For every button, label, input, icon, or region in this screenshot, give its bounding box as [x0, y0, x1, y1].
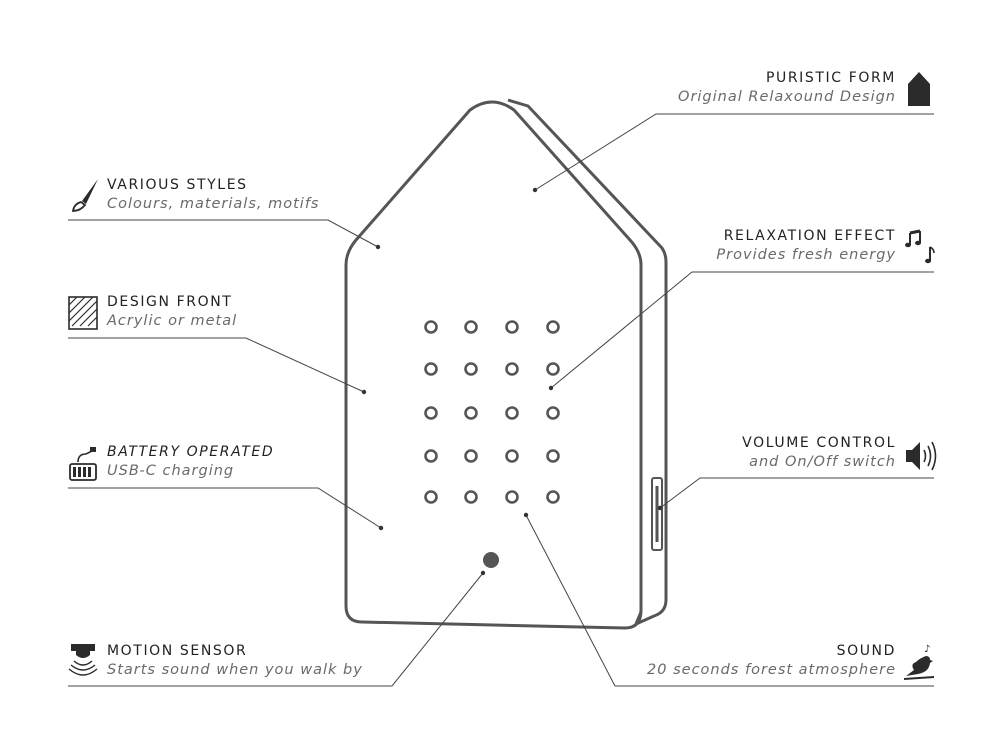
- design-front-title: DESIGN FRONT: [107, 294, 233, 310]
- various-styles-title: VARIOUS STYLES: [107, 177, 248, 193]
- speaker-hole: [546, 406, 560, 420]
- speaker-hole: [424, 406, 438, 420]
- leader-motion-sensor: [68, 572, 484, 687]
- speaker-hole: [505, 406, 519, 420]
- house-icon: [908, 72, 930, 106]
- callout-relaxation-effect: RELAXATION EFFECT Provides fresh energy: [716, 228, 896, 263]
- device-edge: [634, 611, 643, 625]
- motion-sensor-dot: [483, 552, 499, 568]
- speaker-hole: [424, 490, 438, 504]
- battery-icon: [69, 447, 97, 481]
- sound-title: SOUND: [836, 643, 896, 659]
- speaker-hole: [464, 320, 478, 334]
- speaker-hole: [546, 320, 560, 334]
- battery-operated-subtitle: USB-C charging: [107, 463, 235, 479]
- speaker-hole: [546, 449, 560, 463]
- speaker-hole: [464, 490, 478, 504]
- speaker-hole: [505, 362, 519, 376]
- svg-text:♪: ♪: [924, 644, 930, 655]
- volume-control-subtitle: and On/Off switch: [749, 454, 896, 470]
- callout-various-styles: VARIOUS STYLES Colours, materials, motif…: [107, 177, 319, 212]
- speaker-hole: [464, 406, 478, 420]
- device: [344, 98, 668, 630]
- battery-operated-title: BATTERY OPERATED: [107, 444, 275, 460]
- speaker-hole: [505, 490, 519, 504]
- speaker-hole: [505, 449, 519, 463]
- relaxation-effect-title: RELAXATION EFFECT: [723, 228, 896, 244]
- motion-sensor-subtitle: Starts sound when you walk by: [107, 662, 363, 678]
- design-front-subtitle: Acrylic or metal: [107, 313, 238, 329]
- callout-volume-control: VOLUME CONTROL and On/Off switch: [742, 435, 896, 470]
- leader-dots: [361, 187, 663, 576]
- leader-volume-control: [659, 477, 934, 509]
- leader-lines: [68, 113, 934, 687]
- speaker-hole: [546, 362, 560, 376]
- callout-puristic-form: PURISTIC FORM Original Relaxound Design: [678, 70, 896, 105]
- speaker-hole: [464, 449, 478, 463]
- motion-sensor-title: MOTION SENSOR: [107, 643, 248, 659]
- motion-sensor-icon: [68, 644, 98, 676]
- leader-design-front: [68, 337, 365, 393]
- leader-puristic-form: [534, 113, 934, 191]
- leader-relaxation-effect: [550, 271, 934, 389]
- leader-various-styles: [68, 219, 379, 248]
- sound-subtitle: 20 seconds forest atmosphere: [647, 662, 896, 678]
- bird-icon: ♪: [904, 644, 934, 680]
- speaker-hole: [424, 449, 438, 463]
- speaker-holes: [424, 320, 560, 504]
- puristic-form-title: PURISTIC FORM: [765, 70, 896, 86]
- side-switch: [651, 477, 663, 551]
- brush-icon: [71, 179, 98, 212]
- speaker-hole: [505, 320, 519, 334]
- speaker-icon: [906, 441, 937, 471]
- leader-battery-operated: [68, 487, 382, 529]
- music-notes-icon: [905, 229, 935, 264]
- callout-motion-sensor: MOTION SENSOR Starts sound when you walk…: [107, 643, 363, 678]
- leader-sound: [525, 514, 934, 687]
- puristic-form-subtitle: Original Relaxound Design: [678, 89, 896, 105]
- volume-control-title: VOLUME CONTROL: [742, 435, 896, 451]
- device-side: [507, 98, 668, 626]
- speaker-hole: [424, 362, 438, 376]
- callout-battery-operated: BATTERY OPERATED USB-C charging: [107, 444, 274, 479]
- callout-design-front: DESIGN FRONT Acrylic or metal: [107, 294, 237, 329]
- speaker-hole: [546, 490, 560, 504]
- speaker-hole: [464, 362, 478, 376]
- relaxation-effect-subtitle: Provides fresh energy: [716, 247, 896, 263]
- device-front: [344, 100, 643, 630]
- callout-sound: SOUND 20 seconds forest atmosphere: [647, 643, 896, 678]
- hatched-square-icon: [68, 296, 98, 330]
- speaker-hole: [424, 320, 438, 334]
- various-styles-subtitle: Colours, materials, motifs: [107, 196, 320, 212]
